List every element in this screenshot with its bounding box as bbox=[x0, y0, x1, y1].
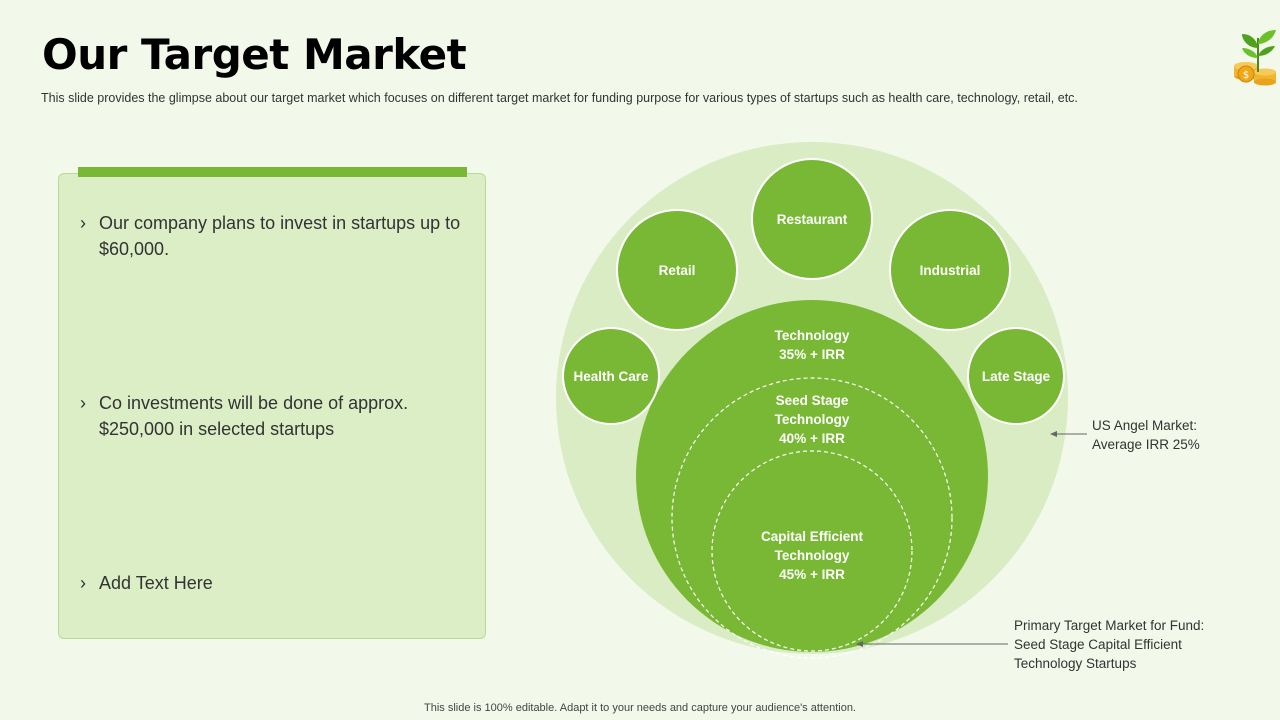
category-circle-health-care bbox=[562, 327, 660, 425]
bullet-item: › Add Text Here bbox=[80, 570, 470, 596]
panel-accent-bar bbox=[78, 167, 467, 177]
chevron-right-icon: › bbox=[80, 573, 86, 593]
category-circle-industrial bbox=[889, 209, 1011, 331]
seed-stage-label: Seed Stage bbox=[776, 393, 849, 408]
note-line: US Angel Market: bbox=[1092, 418, 1198, 433]
page-title: Our Target Market bbox=[42, 30, 467, 79]
info-panel bbox=[58, 173, 486, 639]
bullet-text: Our company plans to invest in startups … bbox=[99, 213, 461, 259]
seed-stage-circle bbox=[671, 377, 953, 659]
category-label: Industrial bbox=[920, 263, 981, 278]
capital-efficient-label: Technology bbox=[775, 548, 850, 563]
technology-label: Technology bbox=[775, 328, 850, 343]
category-circle-late-stage bbox=[967, 327, 1065, 425]
technology-irr: 35% + IRR bbox=[779, 347, 845, 362]
category-label: Late Stage bbox=[982, 369, 1051, 384]
category-label: Retail bbox=[659, 263, 696, 278]
category-circle-restaurant bbox=[751, 158, 873, 280]
plant-coins-icon: $ bbox=[1234, 30, 1276, 86]
capital-efficient-label: Capital Efficient bbox=[761, 529, 864, 544]
chevron-right-icon: › bbox=[80, 213, 86, 233]
primary-market-note: Primary Target Market for Fund: Seed Sta… bbox=[1014, 616, 1204, 673]
capital-efficient-irr: 45% + IRR bbox=[779, 567, 845, 582]
footer-text: This slide is 100% editable. Adapt it to… bbox=[424, 702, 856, 714]
bullet-item: › Our company plans to invest in startup… bbox=[80, 210, 470, 262]
note-line: Seed Stage Capital Efficient bbox=[1014, 637, 1182, 652]
bullet-text: Co investments will be done of approx. $… bbox=[99, 393, 409, 439]
angel-market-note: US Angel Market: Average IRR 25% bbox=[1092, 416, 1200, 454]
chevron-right-icon: › bbox=[80, 393, 86, 413]
note-line: Average IRR 25% bbox=[1092, 437, 1200, 452]
category-circle-retail bbox=[616, 209, 738, 331]
svg-text:$: $ bbox=[1243, 70, 1249, 81]
category-label: Restaurant bbox=[777, 212, 848, 227]
bullet-text: Add Text Here bbox=[99, 573, 213, 593]
capital-efficient-circle bbox=[711, 450, 913, 652]
page-subtitle: This slide provides the glimpse about ou… bbox=[41, 91, 1078, 105]
arrow-left-icon bbox=[1050, 431, 1057, 437]
note-line: Technology Startups bbox=[1014, 656, 1137, 671]
note-line: Primary Target Market for Fund: bbox=[1014, 618, 1205, 633]
category-label: Health Care bbox=[573, 369, 649, 384]
arrow-left-icon bbox=[856, 641, 863, 647]
seed-stage-irr: 40% + IRR bbox=[779, 431, 845, 446]
technology-circle bbox=[636, 300, 988, 652]
bullet-item: › Co investments will be done of approx.… bbox=[80, 390, 470, 442]
seed-stage-label: Technology bbox=[775, 412, 850, 427]
us-angel-market-circle bbox=[556, 142, 1068, 654]
